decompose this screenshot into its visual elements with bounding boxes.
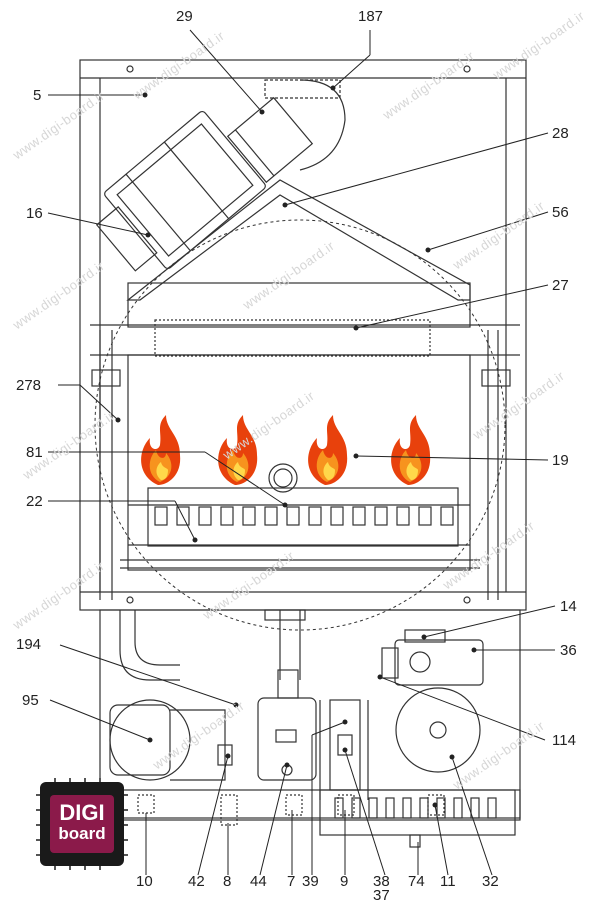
- burner: [147, 487, 459, 547]
- leader-lines: [47, 29, 556, 876]
- callout-29: 29: [176, 8, 193, 25]
- callout-5: 5: [33, 87, 42, 104]
- bottom-manifold: [99, 789, 521, 819]
- callout-38: 38: [373, 873, 390, 890]
- callout-9: 9: [340, 873, 349, 890]
- callout-14: 14: [560, 598, 577, 615]
- callout-32: 32: [482, 873, 499, 890]
- burner-ramps: [154, 506, 454, 526]
- callout-19: 19: [552, 452, 569, 469]
- callout-95: 95: [22, 692, 39, 709]
- callout-42: 42: [188, 873, 205, 890]
- callout-187: 187: [358, 8, 384, 25]
- pump: [109, 699, 233, 781]
- flue-connector: [226, 96, 314, 184]
- callout-8: 8: [223, 873, 232, 890]
- callout-39: 39: [302, 873, 319, 890]
- callout-278: 278: [16, 377, 42, 394]
- digiboard-logo: [36, 778, 128, 870]
- callout-74: 74: [408, 873, 425, 890]
- callout-56: 56: [552, 204, 569, 221]
- callout-28: 28: [552, 125, 569, 142]
- lower-frame: [99, 609, 521, 821]
- callout-16: 16: [26, 205, 43, 222]
- callout-194: 194: [16, 636, 42, 653]
- callout-44: 44: [250, 873, 267, 890]
- logo-text-digi: DIGI: [59, 800, 105, 825]
- callout-114: 114: [552, 732, 576, 749]
- callout-7: 7: [287, 873, 296, 890]
- gas-valve: [257, 697, 317, 781]
- logo-text-board: board: [58, 824, 106, 843]
- callout-11: 11: [440, 873, 456, 890]
- callout-81: 81: [26, 444, 43, 461]
- heat-exchanger: [127, 282, 471, 328]
- electrode: [268, 463, 298, 493]
- callout-27: 27: [552, 277, 569, 294]
- circulator-pump: [395, 687, 481, 773]
- callout-37: 37: [373, 887, 390, 904]
- pressure-switch: [264, 79, 341, 99]
- callout-36: 36: [560, 642, 577, 659]
- flow-switch: [329, 699, 361, 791]
- callout-22: 22: [26, 493, 43, 510]
- flue-hood: [126, 179, 471, 301]
- fan-assembly: [95, 110, 266, 272]
- boiler-casing: [79, 59, 527, 611]
- callout-10: 10: [136, 873, 153, 890]
- gas-valve-knob: [409, 651, 431, 673]
- sealed-chamber-outline: [94, 219, 506, 631]
- flames: [141, 415, 431, 485]
